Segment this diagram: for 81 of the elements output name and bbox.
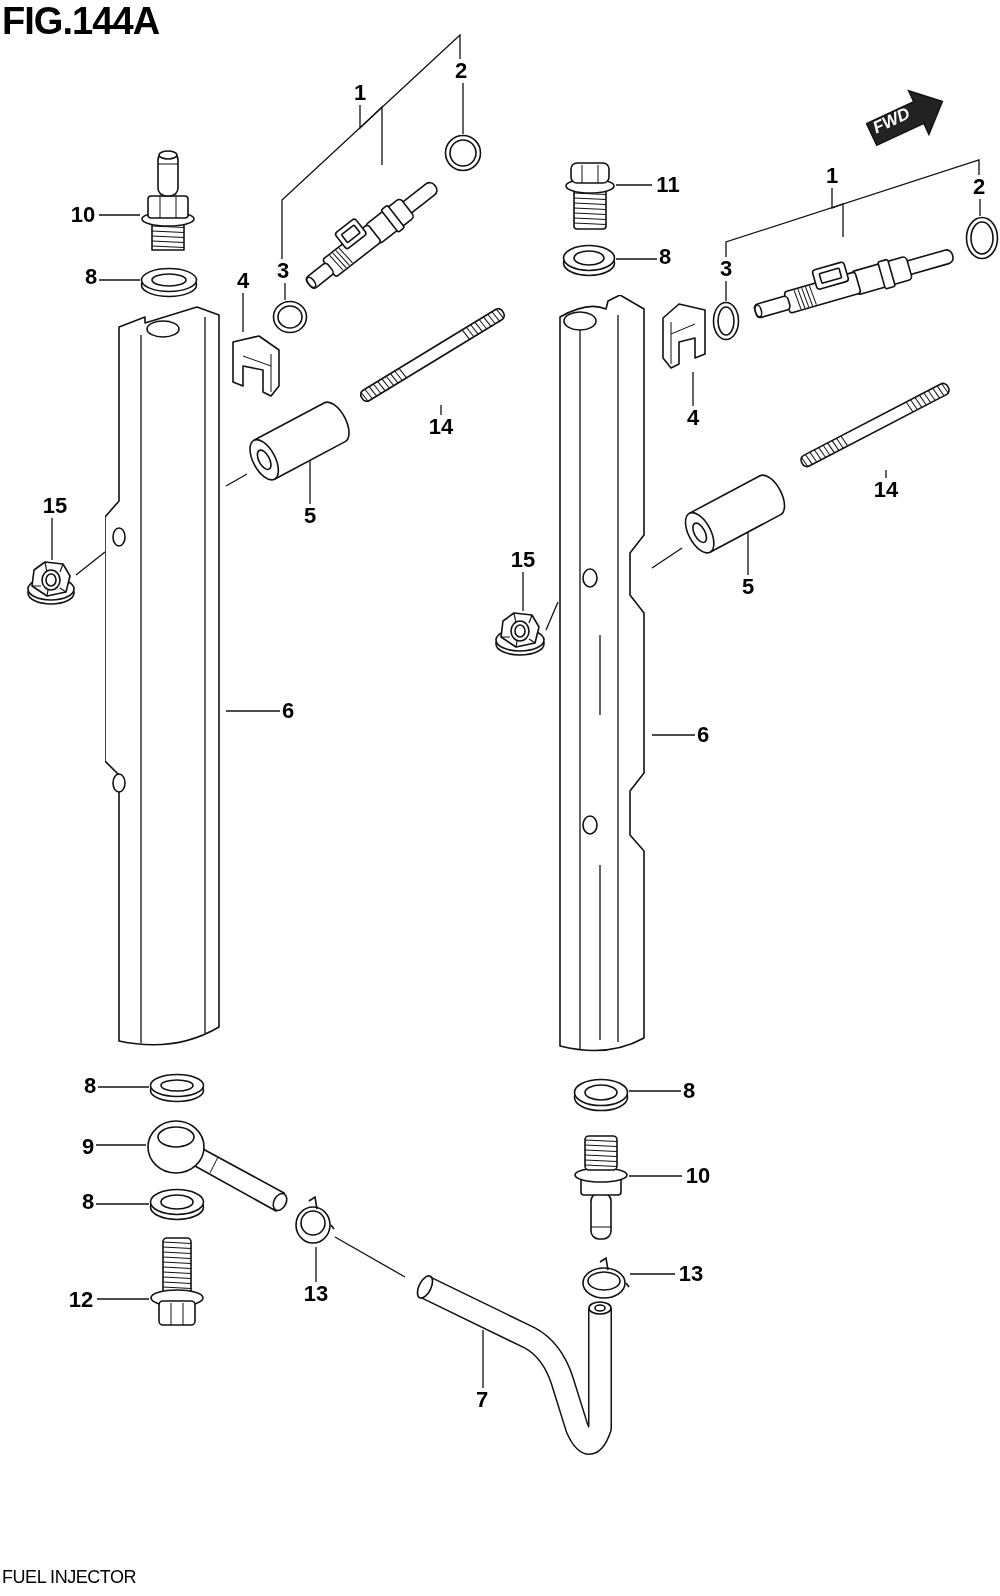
callout-number: 5 xyxy=(302,504,318,528)
callout-number: 15 xyxy=(39,494,71,518)
leader-line xyxy=(225,710,281,712)
figure-title: FIG.144A xyxy=(2,2,160,40)
leader-line xyxy=(98,214,141,216)
alignment-line xyxy=(651,547,683,569)
hose-fitting-drawing xyxy=(140,148,196,253)
callout-number: 3 xyxy=(718,257,734,281)
leader-line xyxy=(95,1144,147,1146)
washer-drawing xyxy=(573,1077,629,1112)
plug-bolt-drawing xyxy=(564,159,616,232)
callout-number: 4 xyxy=(685,406,701,430)
flange-nut-drawing xyxy=(26,560,76,606)
leader-line xyxy=(628,1175,683,1177)
callout-number: 8 xyxy=(681,1079,697,1103)
leader-line xyxy=(440,404,442,416)
leader-line xyxy=(522,571,524,612)
leader-line xyxy=(359,104,383,166)
alignment-line xyxy=(225,473,248,487)
leader-line xyxy=(651,734,696,736)
o-ring-drawing xyxy=(712,301,740,341)
leader-line xyxy=(462,82,464,135)
leader-line xyxy=(482,1329,484,1389)
alignment-line xyxy=(334,1236,406,1278)
leader-line xyxy=(309,459,311,505)
leader-line xyxy=(628,1090,682,1092)
leader-line xyxy=(831,187,844,238)
leader-line xyxy=(315,1246,317,1283)
o-ring-drawing xyxy=(444,134,482,172)
o-ring-drawing xyxy=(272,300,308,334)
leader-line xyxy=(98,279,141,281)
alignment-line xyxy=(75,551,106,576)
washer-drawing xyxy=(562,243,616,277)
leader-line xyxy=(96,1298,150,1300)
callout-number: 8 xyxy=(82,1074,98,1098)
callout-number: 7 xyxy=(474,1388,490,1412)
callout-number: 8 xyxy=(83,265,99,289)
callout-number: 10 xyxy=(682,1164,714,1188)
figure-caption: FUEL INJECTOR xyxy=(2,1568,137,1586)
washer-drawing xyxy=(149,1187,205,1221)
callout-number: 13 xyxy=(675,1262,707,1286)
union-bolt-drawing xyxy=(149,1235,205,1328)
o-ring-drawing xyxy=(965,216,999,260)
callout-number: 9 xyxy=(80,1135,96,1159)
callout-number: 6 xyxy=(695,723,711,747)
leader-line xyxy=(725,280,727,302)
callout-number: 2 xyxy=(971,175,987,199)
washer-drawing xyxy=(149,1072,205,1103)
callout-number: 4 xyxy=(235,269,251,293)
callout-number: 14 xyxy=(870,478,902,502)
leader-line xyxy=(692,371,694,407)
washer-drawing xyxy=(140,266,198,298)
leader-line xyxy=(97,1086,150,1088)
direction-label: FWD xyxy=(870,104,913,137)
callout-number: 14 xyxy=(425,415,457,439)
leader-line xyxy=(284,282,286,301)
leader-line xyxy=(615,258,658,260)
leader-line xyxy=(95,1203,150,1205)
leader-line xyxy=(615,184,653,186)
callout-number: 1 xyxy=(824,164,840,188)
leader-line xyxy=(629,1273,676,1275)
callout-number: 13 xyxy=(300,1282,332,1306)
leader-line xyxy=(51,517,53,561)
sleeve-drawing xyxy=(247,398,352,484)
callout-number: 8 xyxy=(80,1190,96,1214)
callout-number: 12 xyxy=(65,1288,97,1312)
callout-number: 11 xyxy=(652,173,684,197)
flange-nut-drawing xyxy=(494,611,546,657)
leader-line xyxy=(979,198,981,217)
callout-number: 3 xyxy=(275,259,291,283)
hose-fitting-drawing xyxy=(573,1133,629,1243)
leader-line xyxy=(242,292,244,333)
callout-number: 5 xyxy=(740,575,756,599)
callout-number: 8 xyxy=(657,245,673,269)
callout-number: 6 xyxy=(280,699,296,723)
alignment-line xyxy=(545,601,559,631)
callout-number: 15 xyxy=(507,548,539,572)
callout-number: 1 xyxy=(352,81,368,105)
leader-line xyxy=(885,469,887,479)
callout-number: 10 xyxy=(67,203,99,227)
callout-number: 2 xyxy=(453,59,469,83)
